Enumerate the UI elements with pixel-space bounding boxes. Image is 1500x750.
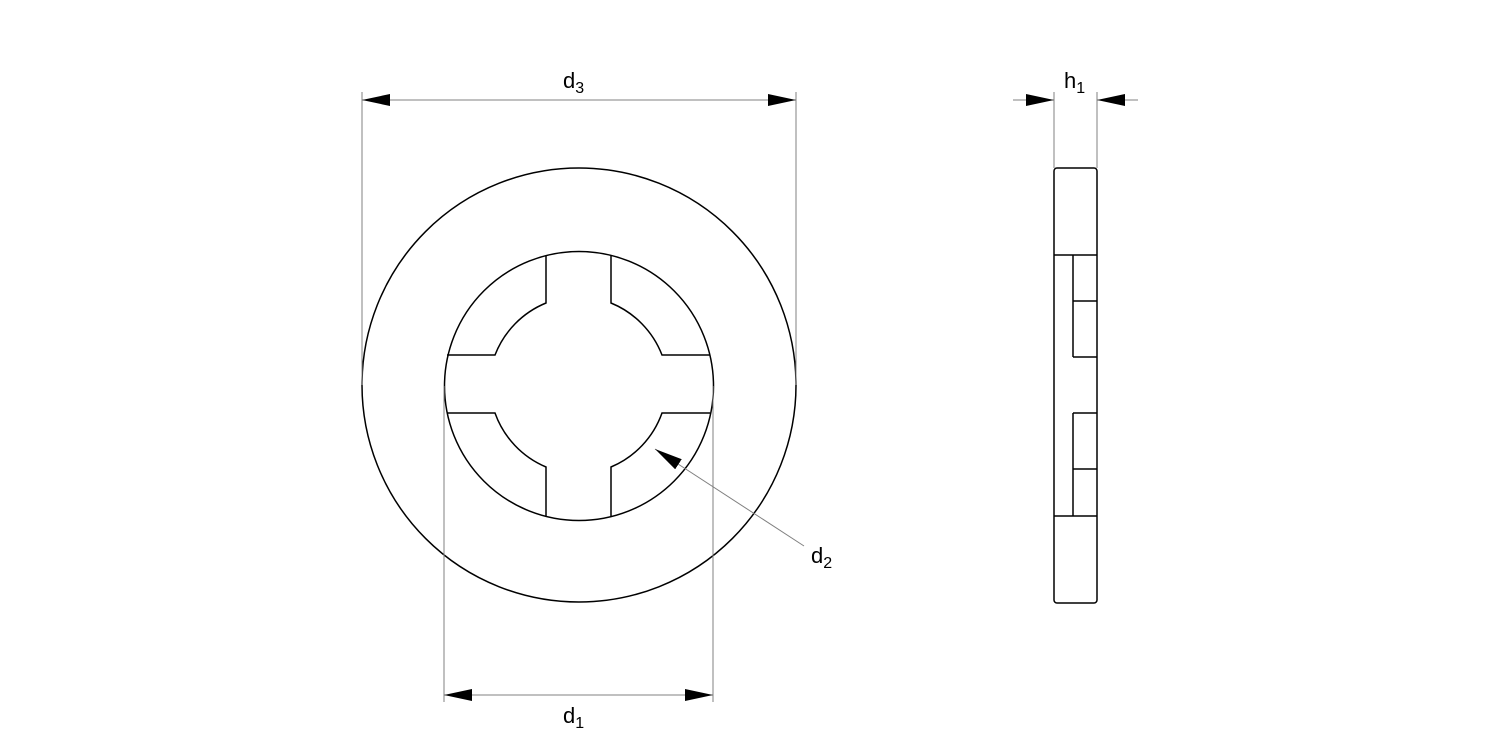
d3-label-base: d xyxy=(563,68,576,93)
d3-label: d3 xyxy=(563,70,584,97)
d3-label-sub: 3 xyxy=(575,80,585,97)
h1-label: h1 xyxy=(1064,70,1085,97)
front-view xyxy=(361,92,805,702)
d2-label: d2 xyxy=(811,545,832,572)
inner-tabs xyxy=(447,256,710,516)
d2-leader-line xyxy=(654,448,805,547)
inner-circle xyxy=(443,250,715,522)
d2-label-base: d xyxy=(811,543,824,568)
d2-label-sub: 2 xyxy=(823,555,833,572)
side-view xyxy=(1013,92,1138,604)
d1-label-base: d xyxy=(563,703,576,728)
h1-label-sub: 1 xyxy=(1076,80,1086,97)
d1-label: d1 xyxy=(563,705,584,732)
outer-circle xyxy=(361,167,797,603)
d1-label-sub: 1 xyxy=(575,715,585,732)
h1-label-base: h xyxy=(1064,68,1077,93)
side-tab-lines xyxy=(1054,254,1097,517)
side-outline xyxy=(1053,167,1098,604)
